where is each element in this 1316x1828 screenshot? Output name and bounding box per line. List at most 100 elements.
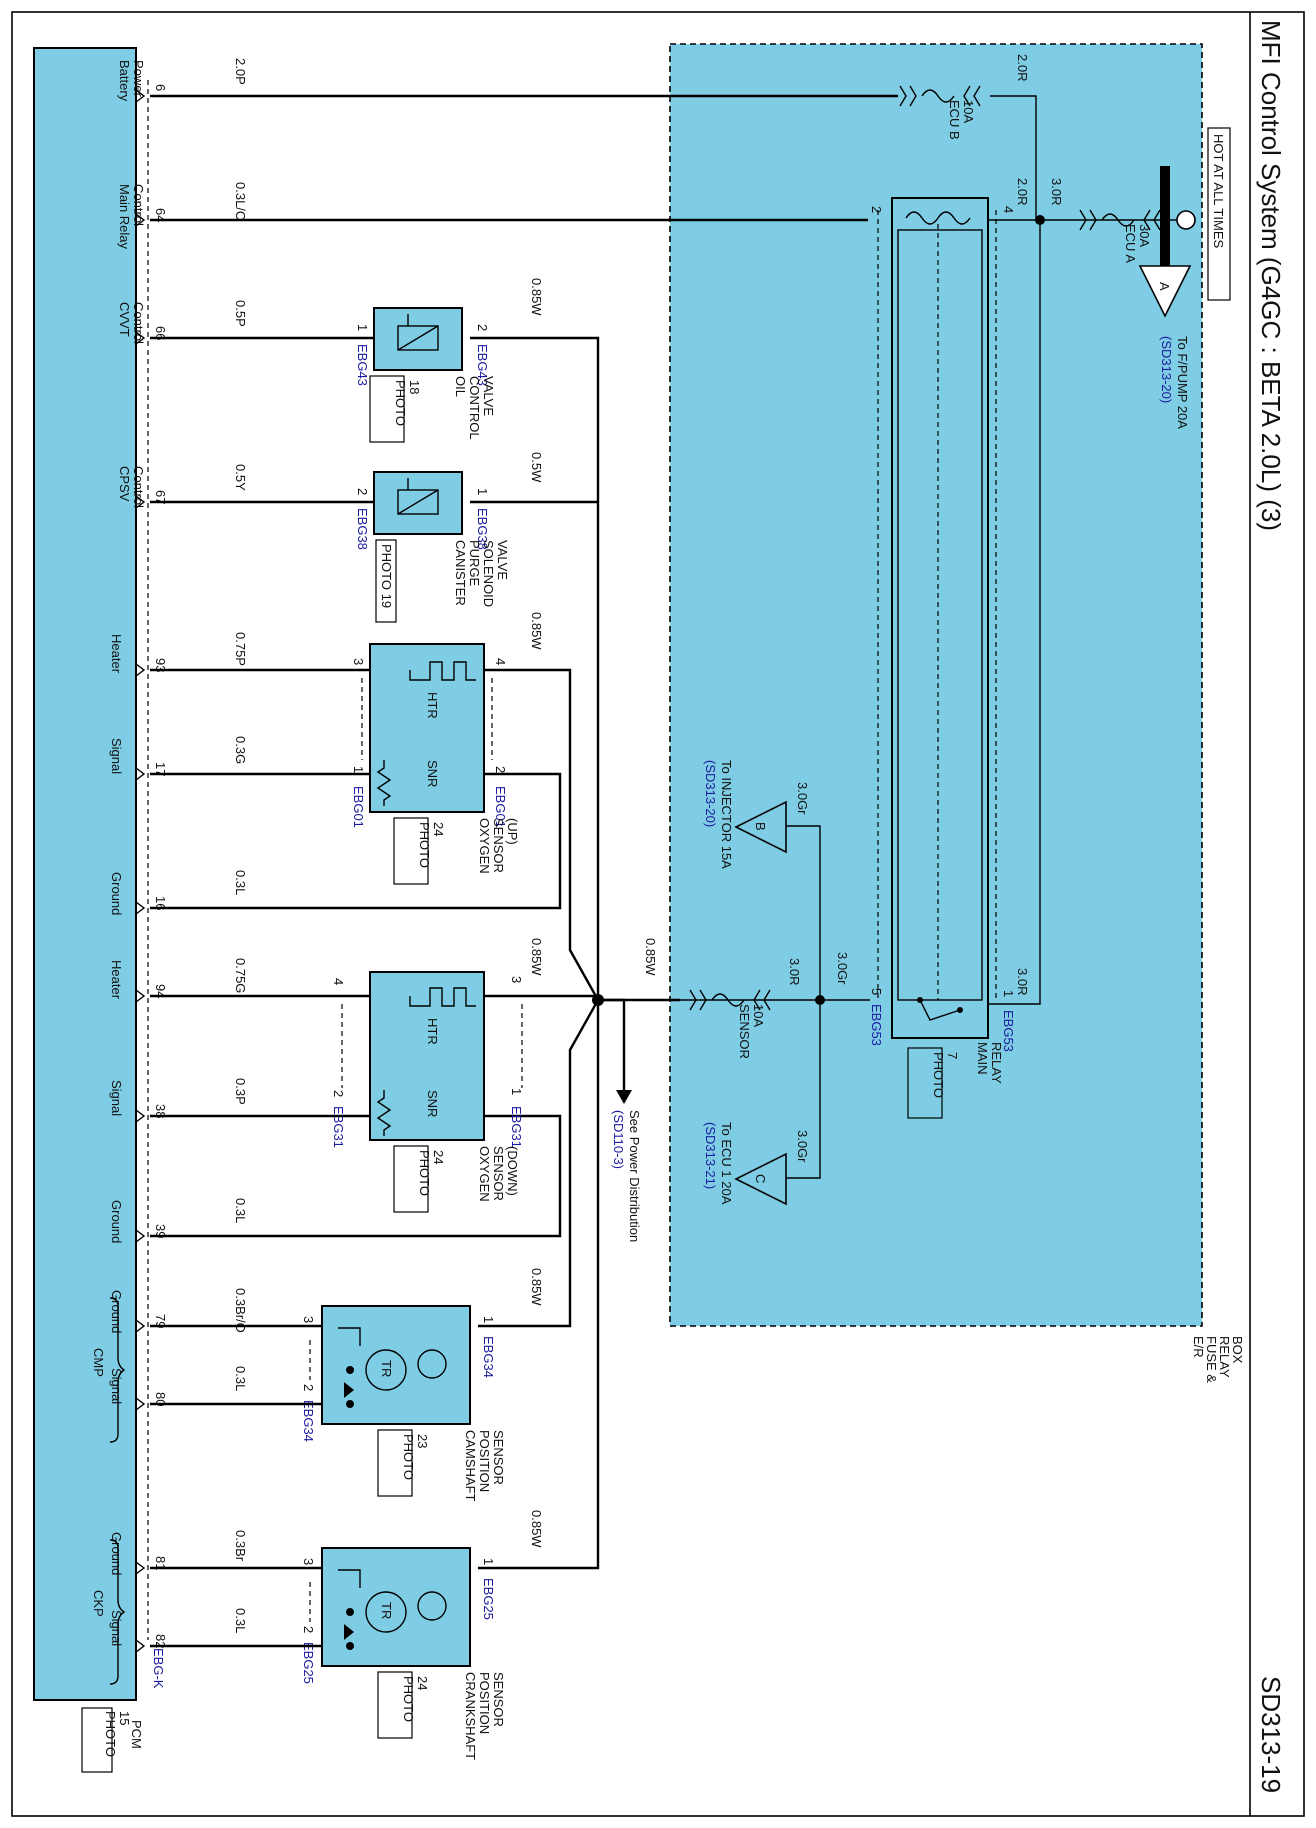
output-b-triangle [734, 800, 787, 854]
o2up-connector-b: EBG01 [493, 786, 508, 828]
pcm-name: PCM [129, 1720, 144, 1749]
pcm-pin-terminal [135, 213, 146, 227]
pcm-wire-code: 0.75G [233, 958, 248, 993]
wire-30r-sensor: 3.0R [787, 958, 802, 985]
main-relay-inner [897, 229, 983, 1001]
o2up-connector-a: EBG01 [351, 786, 366, 828]
ckp-diode [344, 1624, 354, 1640]
relay-connector-bottom: EBG53 [869, 1004, 884, 1046]
ckp-pin-2: 2 [301, 1626, 316, 1633]
wire-feed-o2up-label: 0.85W [529, 612, 544, 650]
pcm-photo-box [81, 1707, 113, 1773]
cmp-tr: TR [379, 1360, 394, 1377]
wire-30r-relay1: 3.0R [1015, 968, 1030, 995]
pcm-pin-label: Signal [109, 1080, 124, 1116]
o2up-photo: PHOTO24 [417, 822, 446, 868]
pcm-pin-label: Signal [109, 738, 124, 774]
wire-feed-ocv [470, 336, 600, 1000]
wire-feed-ckp [478, 1000, 600, 1570]
wire-o2down-ground [150, 1114, 562, 1238]
page-code: SD313-19 [1256, 1676, 1286, 1793]
o2up-photo-box [393, 817, 429, 885]
ckp-photo: PHOTO24 [401, 1676, 430, 1722]
relay-pin-5: 5 [869, 988, 884, 995]
o2down-snr: SNR [425, 1090, 440, 1117]
output-a-triangle [1138, 265, 1192, 318]
fuse-ecu-a [1079, 209, 1161, 231]
pcm-wire-code: 0.3L [233, 870, 248, 895]
main-relay [891, 197, 989, 1039]
pcm-pin-terminal [135, 495, 146, 509]
relay-pin-4: 4 [1001, 206, 1016, 213]
relay-pin-2: 2 [869, 206, 884, 213]
relay-switch [919, 999, 961, 1021]
pcm-connector: EBG-K [151, 1648, 166, 1689]
output-c-letter: C [753, 1174, 768, 1183]
pcm-pin-label: Heater [109, 960, 124, 1000]
ocv-pin-b: 2 [475, 324, 490, 331]
cpsv-connector-b: EBG38 [475, 508, 490, 550]
o2down-photo: PHOTO24 [417, 1150, 446, 1196]
o2down-htr: HTR [425, 1018, 440, 1045]
cmp-node-b [346, 1400, 354, 1408]
relay-coil-icon [905, 211, 971, 225]
pcm-pin-label: Main RelayControl [117, 184, 146, 250]
main-relay-label: MAINRELAY [975, 1042, 1004, 1084]
pcm-wire-code: 0.3L/O [233, 182, 248, 221]
pcm-pin-label: Ground [109, 1290, 124, 1333]
relay-connector-top: EBG53 [1001, 1010, 1016, 1052]
cmp-pin-3: 3 [301, 1316, 316, 1323]
wire-30r-bus: 3.0R [1049, 178, 1064, 205]
o2up-pin-3: 3 [351, 658, 366, 665]
o2down-pin-3: 3 [509, 976, 524, 983]
hot-label: HOT AT ALL TIMES [1211, 134, 1226, 248]
cpsv-photo: PHOTO 19 [379, 544, 394, 608]
page-title: MFI Control System (G4GC : BETA 2.0L) (3… [1256, 20, 1286, 531]
pcm-pin-terminal [135, 1397, 146, 1411]
o2down-photo-box [393, 1145, 429, 1213]
cpsv-box [373, 471, 463, 535]
pcm-pin-label: CVVTControl [117, 302, 146, 344]
cpsv-name: CANISTERPURGESOLENOIDVALVE [453, 540, 510, 607]
power-dist-ref: (SD110-3) [611, 1110, 626, 1169]
pcm-pin-label: CPSVControl [117, 466, 146, 508]
o2down-connector-a: EBG31 [331, 1106, 346, 1148]
ckp-connector-b: EBG25 [481, 1578, 496, 1620]
ocv-pin-a: 1 [355, 324, 370, 331]
pcm-pin-terminal [135, 1561, 146, 1575]
wire-o2up-ground [150, 772, 562, 910]
ocv-photo-box [369, 375, 405, 443]
pcm-pin-label: Ground [109, 1532, 124, 1575]
pcm-pin-terminal [135, 1639, 146, 1653]
o2up-name: OXYGENSENSOR(UP) [477, 818, 520, 874]
ckp-box [321, 1547, 471, 1667]
cmp-connector-a: EBG34 [301, 1400, 316, 1442]
page-frame [11, 11, 1305, 1817]
wire-20r-top: 2.0R [1015, 54, 1030, 81]
o2down-box [369, 971, 485, 1141]
cpsv-coil [397, 489, 439, 515]
cmp-node-a [346, 1366, 354, 1374]
fuse-ecu-a-label: ECU A30A [1123, 224, 1152, 263]
output-a-ref: (SD313-20) [1159, 336, 1174, 403]
ckp-circuit [338, 1569, 361, 1588]
pcm-wire-code: 2.0P [233, 58, 248, 85]
ckp-tr: TR [379, 1602, 394, 1619]
ocv-photo: PHOTO18 [393, 380, 422, 426]
pcm-pin-label: Ground [109, 1200, 124, 1243]
ckp-name: CRANKSHAFTPOSITIONSENSOR [463, 1672, 506, 1760]
pcm-pin-terminal [135, 663, 146, 677]
hot-bus-bar [1160, 166, 1170, 280]
cmp-tr-circle [365, 1349, 407, 1391]
output-a-text: To F/PUMP 20A [1175, 336, 1190, 429]
hot-label-box [1207, 127, 1231, 301]
pcm-wire-code: 0.3Br/O [233, 1288, 248, 1333]
ocv-coil-diag [397, 325, 439, 351]
o2up-pin-2: 2 [493, 766, 508, 773]
ckp-photo-box [377, 1671, 413, 1739]
ocv-name: OILCONTROLVALVE [453, 376, 496, 440]
cpsv-pin-b: 1 [475, 488, 490, 495]
pcm-pin-label: Heater [109, 634, 124, 674]
o2down-connector-b: EBG31 [509, 1106, 524, 1148]
ckp-connector-a: EBG25 [301, 1642, 316, 1684]
